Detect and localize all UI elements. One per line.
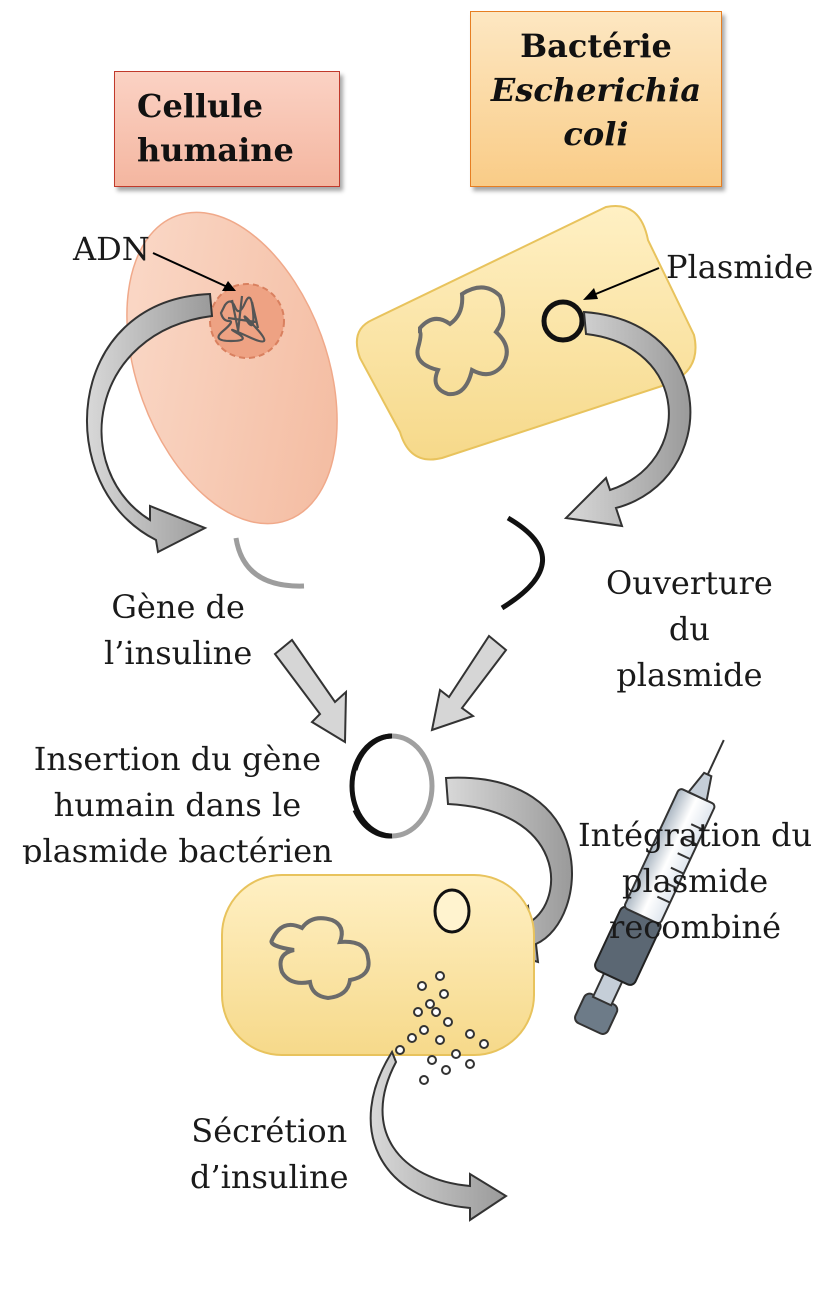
label-insertion: Insertion du gène humain dans le plasmid… — [22, 736, 333, 864]
label-adn-text: ADN — [73, 226, 150, 272]
label-integration-line3: recombiné — [578, 904, 812, 950]
human-box-line2: humaine — [137, 128, 339, 172]
arrow-plasmid-to-insertion — [432, 636, 506, 730]
curved-arrow-secretion — [371, 1052, 506, 1220]
label-adn: ADN — [73, 226, 150, 272]
recombinant-plasmid-in-bacterium — [435, 890, 469, 932]
label-secretion: Sécrétion d’insuline — [190, 1108, 349, 1200]
label-insertion-line2: humain dans le — [22, 782, 333, 828]
label-secretion-line2: d’insuline — [190, 1154, 349, 1200]
bacteria-box-line3: coli — [471, 112, 721, 156]
label-secretion-line1: Sécrétion — [190, 1108, 349, 1154]
bacteria-box-line1: Bactérie — [471, 24, 721, 68]
bacteria-box-line2: Escherichia — [471, 68, 721, 112]
label-ouverture-plasmide: Ouverture du plasmide — [606, 560, 773, 698]
label-ouverture-line1: Ouverture — [606, 560, 773, 606]
label-insertion-line3: plasmide bactérien — [22, 828, 333, 864]
label-plasmide-text: Plasmide — [666, 244, 813, 290]
bacterium-recombinant — [222, 875, 534, 1055]
label-integration-line2: plasmide — [578, 858, 812, 904]
human-box-line1: Cellule — [137, 84, 339, 128]
arrow-gene-to-insertion — [275, 640, 346, 742]
label-gene-line2: l’insuline — [104, 630, 252, 676]
label-gene-line1: Gène de — [104, 584, 252, 630]
label-ouverture-line2: du — [606, 606, 773, 652]
label-gene-insuline: Gène de l’insuline — [104, 584, 252, 676]
label-insertion-line1: Insertion du gène — [22, 736, 333, 782]
opened-plasmid — [502, 518, 543, 608]
label-ouverture-line3: plasmide — [606, 652, 773, 698]
bacteria-title-box: Bactérie Escherichia coli — [470, 11, 722, 187]
recombinant-plasmid — [352, 736, 432, 836]
label-integration-line1: Intégration du — [578, 812, 812, 858]
label-plasmide: Plasmide — [666, 244, 813, 290]
label-integration: Intégration du plasmide recombiné — [578, 812, 812, 950]
human-cell-title-box: Cellule humaine — [114, 71, 340, 187]
nucleus — [210, 284, 284, 358]
insulin-gene-fragment — [236, 538, 304, 586]
